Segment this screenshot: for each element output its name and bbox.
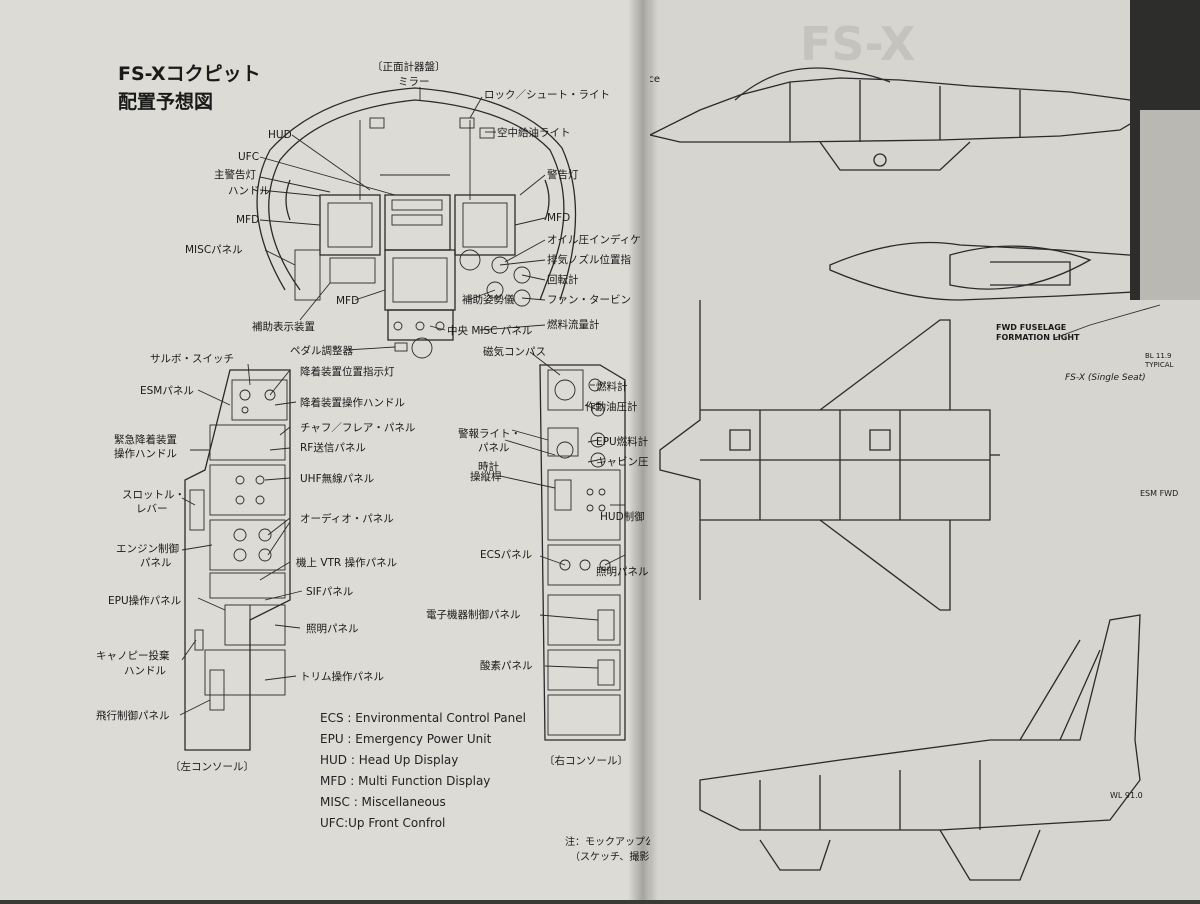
right-leaders [499, 351, 626, 669]
label-ufc: UFC [238, 151, 259, 163]
label-chaff-flare: チャフ／フレア・パネル [300, 422, 415, 434]
background-photo-edge [1140, 110, 1200, 300]
svg-text:FWD FUSELAGE: FWD FUSELAGE [996, 323, 1066, 332]
label-cabin-pressure: キャビン圧 [596, 456, 649, 468]
left-console-caption: 〔左コンソール〕 [170, 760, 254, 773]
label-exhaust-nozzle: 排気ノズル位置指 [547, 253, 631, 266]
legend-misc: MISC : Miscellaneous [320, 795, 446, 809]
label-gear-handle: 降着装置操作ハンドル [300, 396, 405, 409]
cockpit-diagram: FS-Xコクピット 配置予想図 〔正面計器盤〕 [96, 60, 705, 863]
left-leaders [179, 363, 303, 716]
label-audio-panel: オーディオ・パネル [300, 512, 394, 525]
formation-light-label: FWD FUSELAGE FORMATION LIGHT BL 11.9 TYP… [996, 304, 1174, 383]
label-standby-attitude: 補助姿勢儀 [462, 293, 515, 306]
label-gear-indicator: 降着装置位置指示灯 [300, 365, 395, 378]
title-line1: FS-Xコクピット [118, 63, 261, 85]
right-page: FS-X nce FWD FUSELAGE FORMATION LIGHT BL… [640, 0, 1200, 900]
label-engine-control-2: パネル [140, 557, 172, 569]
label-emergency-gear-2: 操作ハンドル [114, 447, 177, 460]
label-warning-panel-1: 警報ライト・ [458, 427, 521, 440]
svg-text:BL 11.9: BL 11.9 [1145, 352, 1172, 360]
label-warning-panel-2: パネル [478, 442, 510, 454]
label-pedal: ペダル調整器 [290, 344, 353, 357]
legend-ufc: UFC:Up Front Confrol [320, 816, 445, 830]
label-trim-panel: トリム操作パネル [300, 670, 384, 683]
label-ecs-panel: ECSパネル [480, 549, 532, 561]
label-ext-lighting: 照明パネル [596, 566, 649, 578]
top-view-nose [829, 241, 1171, 301]
label-uhf-panel: UHF無線パネル [300, 472, 374, 485]
label-hud-control: HUD制御 [600, 510, 645, 523]
svg-text:FORMATION LIGHT: FORMATION LIGHT [996, 333, 1080, 342]
legend-mfd: MFD : Multi Function Display [320, 774, 490, 788]
label-fuel-flow: 燃料流量計 [547, 318, 600, 331]
label-avionics-panel: 電子機器制御パネル [426, 608, 521, 621]
edge-fragment: nce [642, 74, 660, 85]
right-page-title: FS-X [800, 17, 915, 71]
label-epu-panel: EPU操作パネル [108, 594, 181, 607]
label-engine-control-1: エンジン制御 [116, 542, 179, 555]
label-hud: HUD [268, 129, 292, 141]
left-page: FS-Xコクピット 配置予想図 〔正面計器盤〕 [0, 0, 705, 900]
front-panel-caption: 〔正面計器盤〕 [372, 60, 446, 73]
label-aux-display: 補助表示装置 [252, 320, 315, 333]
label-lighting-panel: 照明パネル [306, 623, 359, 635]
right-console-caption: 〔右コンソール〕 [544, 754, 628, 767]
label-emergency-gear-1: 緊急降着装置 [114, 433, 177, 446]
side-view-single [699, 614, 1141, 881]
label-clock: 時計 [478, 460, 499, 473]
label-control-stick: 操縦桿 [470, 470, 502, 483]
label-aar-light: 空中給油ライト [497, 126, 571, 139]
label-epu-fuel: EPU燃料計 [596, 435, 649, 448]
wl-label: WL 91.0 [1110, 791, 1143, 800]
label-tachometer: 回転計 [547, 273, 579, 286]
legend-epu: EPU : Emergency Power Unit [320, 732, 492, 746]
side-view-two-seat [648, 67, 1141, 171]
title-line2: 配置予想図 [118, 90, 213, 113]
label-hyd-pressure: 作動油圧計 [585, 400, 638, 413]
label-throttle-1: スロットル・ [122, 489, 185, 501]
abbreviation-legend: ECS : Environmental Control Panel EPU : … [320, 711, 526, 830]
label-misc-panel: MISCパネル [185, 244, 243, 256]
label-sif-panel: SIFパネル [306, 586, 353, 598]
svg-text:TYPICAL: TYPICAL [1144, 361, 1174, 369]
legend-hud: HUD : Head Up Display [320, 753, 458, 767]
label-mfd-bottom: MFD [336, 295, 359, 307]
label-flight-control: 飛行制御パネル [96, 709, 170, 722]
label-throttle-2: レバー [136, 503, 168, 515]
left-console [184, 369, 291, 751]
label-rf-panel: RF送信パネル [300, 441, 366, 454]
esm-fwd-label: ESM FWD [1140, 489, 1178, 498]
label-mfd-left: MFD [236, 214, 259, 226]
label-mirror: ミラー [398, 76, 430, 88]
label-vtr-panel: 機上 VTR 操作パネル [296, 556, 397, 569]
legend-ecs: ECS : Environmental Control Panel [320, 711, 526, 725]
label-warning-light: 警告灯 [547, 168, 579, 181]
label-magnetic-compass: 磁気コンパス [483, 345, 546, 358]
label-esm-panel: ESMパネル [140, 385, 194, 397]
right-console [539, 364, 626, 741]
front-leaders [259, 87, 546, 351]
label-oxygen-panel: 酸素パネル [480, 659, 533, 672]
label-mfd-right: MFD [547, 212, 570, 224]
label-center-misc: 中央 MISC パネル [447, 324, 532, 337]
front-instrument-panel [256, 87, 577, 359]
label-oil-indicator: オイル圧インディケ [547, 233, 641, 246]
label-handle: ハンドル [228, 185, 270, 197]
label-salvo-switch: サルボ・スイッチ [150, 353, 234, 365]
aircraft-drawings: FS-X nce FWD FUSELAGE FORMATION LIGHT BL… [642, 17, 1178, 881]
label-canopy-1: キャノピー投棄 [96, 649, 170, 662]
fsx-single-seat-label: FS-X (Single Seat) [1065, 373, 1146, 383]
plan-view [659, 300, 1000, 611]
label-fan-turbine: ファン・タービン [547, 294, 631, 306]
book-gutter [628, 0, 658, 900]
label-fuel-gauge: 燃料計 [596, 380, 628, 393]
label-canopy-2: ハンドル [124, 665, 166, 677]
label-lock-shoot-light: ロック／シュート・ライト [484, 89, 610, 101]
label-master-caution: 主警告灯 [214, 168, 256, 181]
